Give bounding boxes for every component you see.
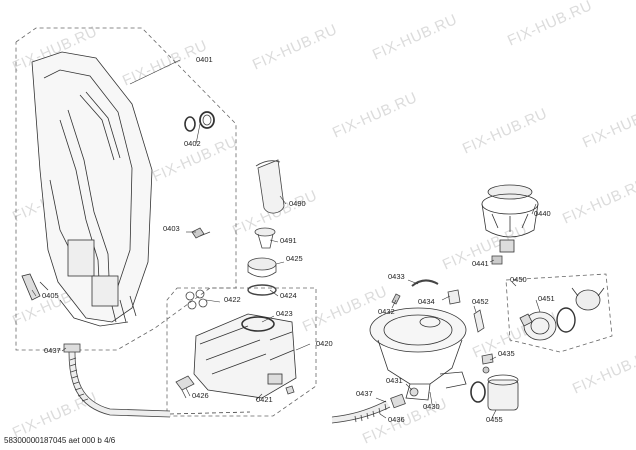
part-label-0490: 0490 [289, 199, 306, 208]
leader-line-0422 [205, 299, 221, 303]
leader-line-0491 [269, 239, 279, 243]
leader-line-0430 [429, 391, 433, 405]
part-label-0441: 0441 [472, 259, 489, 268]
leader-line-0423 [261, 315, 275, 323]
part-label-0491: 0491 [280, 236, 297, 245]
assembly-outline-pump [505, 273, 613, 353]
leader-line-0426 [185, 387, 191, 397]
part-label-0450: 0450 [510, 275, 527, 284]
seal-0402-part [184, 111, 215, 132]
leader-line-0451 [535, 299, 541, 313]
footer-reference: 58300000187045 aet 000 b 4/6 [4, 436, 116, 445]
part-label-0426: 0426 [192, 391, 209, 400]
part-label-0420: 0420 [316, 339, 333, 348]
part-label-0430: 0430 [423, 402, 440, 411]
clip-0405-part [21, 273, 49, 301]
part-label-0421: 0421 [256, 395, 273, 404]
leader-line-0490 [279, 195, 287, 205]
leader-line-0436 [379, 413, 387, 419]
part-label-0401: 0401 [196, 55, 213, 64]
leader-line-0435 [489, 356, 497, 361]
part-label-0405: 0405 [42, 291, 59, 300]
leader-line-0432 [391, 299, 397, 309]
assembly-outline-sump [166, 287, 317, 417]
part-label-0434: 0434 [418, 297, 435, 306]
drain-hose-left [63, 343, 251, 418]
leader-line-0405 [31, 289, 37, 297]
part-0441 [491, 255, 503, 265]
drain-pump-0451-part [519, 287, 605, 341]
leader-line-0441 [489, 259, 495, 263]
part-label-0425: 0425 [286, 254, 303, 263]
part-label-0432: 0432 [378, 307, 395, 316]
leader-lines [31, 59, 541, 419]
plug-0426-part [175, 375, 195, 399]
leader-line-0437 [375, 397, 387, 403]
sump-0420-part [193, 313, 297, 399]
part-label-0403: 0403 [163, 224, 180, 233]
leader-line-0452 [473, 305, 477, 313]
leader-line-0420 [295, 343, 311, 351]
side-panel-part [31, 51, 153, 327]
leader-line-0424 [269, 289, 279, 297]
leader-line-0455 [491, 409, 497, 419]
cone-0490-part [255, 159, 285, 214]
leader-line-0402 [195, 123, 201, 145]
pump-housing-0430-part [369, 307, 467, 401]
part-label-0437: 0437 [356, 389, 373, 398]
part-label-0452: 0452 [472, 297, 489, 306]
part-label-0440: 0440 [534, 209, 551, 218]
part-label-0431: 0431 [386, 376, 403, 385]
rings-0422-part [185, 289, 208, 310]
part-label-0423: 0423 [276, 309, 293, 318]
leader-line-0421 [255, 393, 263, 401]
part-0435 [481, 353, 494, 374]
cap-0491-part [254, 227, 276, 249]
leader-line-0434 [441, 295, 451, 301]
screw-0432-part [391, 293, 401, 305]
leader-line-0450 [511, 281, 517, 287]
leader-line-0401 [129, 59, 181, 85]
clip-0421-part [285, 385, 295, 395]
leader-line-0437 [61, 347, 67, 352]
leader-line-0431 [405, 383, 413, 391]
drain-hose-right [331, 393, 406, 424]
clip-0434-part [447, 289, 461, 305]
leader-line-0425 [275, 261, 285, 265]
part-0452 [473, 309, 485, 333]
part-label-0437: 0437 [44, 346, 61, 355]
leader-line-0440 [531, 203, 537, 215]
part-label-0451: 0451 [538, 294, 555, 303]
part-label-0422: 0422 [224, 295, 241, 304]
screw-0403-part [191, 227, 211, 239]
part-label-0433: 0433 [388, 272, 405, 281]
part-label-0402: 0402 [184, 139, 201, 148]
part-label-0436: 0436 [388, 415, 405, 424]
part-label-0435: 0435 [498, 349, 515, 358]
part-label-0424: 0424 [280, 291, 297, 300]
pump-0455-part [470, 374, 519, 411]
part-0433 [411, 279, 439, 287]
part-label-0455: 0455 [486, 415, 503, 424]
cover-0425-part [247, 257, 277, 296]
heater-pump-0440-part [481, 184, 539, 253]
leader-line-0433 [407, 279, 419, 285]
